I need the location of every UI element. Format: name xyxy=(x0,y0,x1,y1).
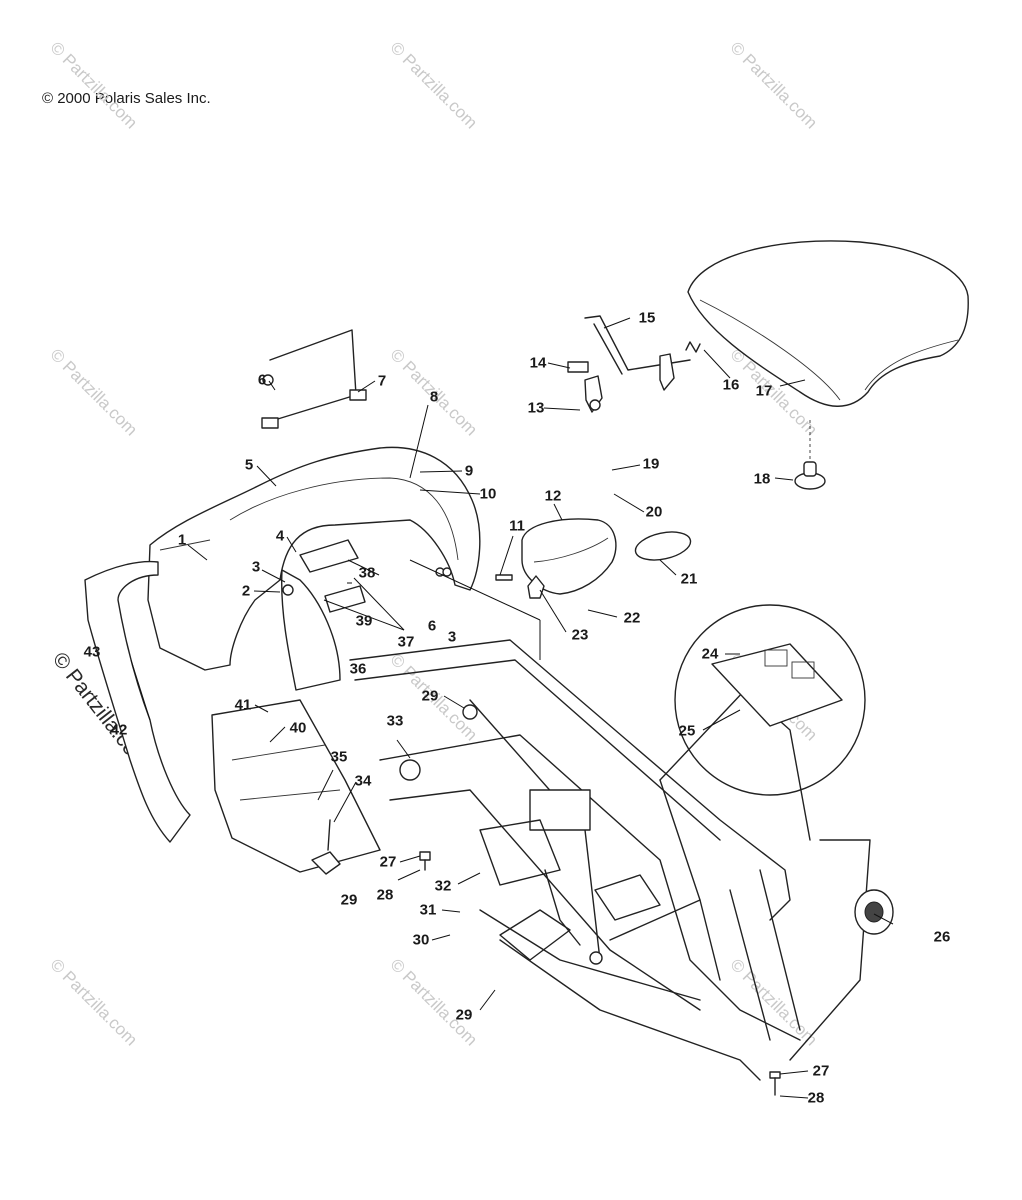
callout-15: 15 xyxy=(638,309,656,327)
callout-27: 27 xyxy=(379,853,397,871)
callout-24: 24 xyxy=(701,645,719,663)
callout-10: 10 xyxy=(479,485,497,503)
callout-21: 21 xyxy=(680,570,698,588)
callout-39: 39 xyxy=(355,612,373,630)
callout-6-second: 6 xyxy=(427,617,437,635)
leader-lines xyxy=(130,317,894,1099)
callout-9: 9 xyxy=(464,462,474,480)
callout-18: 18 xyxy=(753,470,771,488)
callout-20: 20 xyxy=(645,503,663,521)
hardware-drawing xyxy=(282,567,781,1096)
callout-23: 23 xyxy=(571,626,589,644)
callout-13: 13 xyxy=(527,399,545,417)
callout-29: 29 xyxy=(421,687,439,705)
callout-42: 42 xyxy=(110,721,128,739)
callout-25: 25 xyxy=(678,722,696,740)
callout-29-third: 29 xyxy=(455,1006,473,1024)
callout-19: 19 xyxy=(642,455,660,473)
callout-43: 43 xyxy=(83,643,101,661)
callout-31: 31 xyxy=(419,901,437,919)
callout-12: 12 xyxy=(544,487,562,505)
callout-3: 3 xyxy=(251,558,261,576)
callout-6: 6 xyxy=(257,371,267,389)
rack-bracket-drawing xyxy=(299,539,366,613)
seat-latch-drawing xyxy=(567,315,701,413)
callout-8: 8 xyxy=(429,388,439,406)
bushing-drawing xyxy=(854,889,894,935)
callout-30: 30 xyxy=(412,931,430,949)
tool-box-drawing xyxy=(521,518,692,599)
callout-17: 17 xyxy=(755,382,773,400)
callout-28: 28 xyxy=(376,886,394,904)
callout-26: 26 xyxy=(933,928,951,946)
callout-34: 34 xyxy=(354,772,372,790)
callout-7: 7 xyxy=(377,372,387,390)
callout-11: 11 xyxy=(509,517,525,535)
callout-35: 35 xyxy=(330,748,348,766)
copyright-text: © 2000 Polaris Sales Inc. xyxy=(42,90,211,107)
callout-36: 36 xyxy=(349,660,367,678)
callout-27-second: 27 xyxy=(812,1062,830,1080)
callout-5: 5 xyxy=(244,456,254,474)
callout-14: 14 xyxy=(529,354,547,372)
callout-4: 4 xyxy=(275,527,285,545)
skid-plate-drawing xyxy=(674,604,866,796)
callout-3-second: 3 xyxy=(447,628,457,646)
callout-16: 16 xyxy=(722,376,740,394)
callout-1: 1 xyxy=(177,531,187,549)
grab-handle-drawing xyxy=(261,329,367,429)
bumper-drawing xyxy=(794,420,826,490)
callout-22: 22 xyxy=(623,609,641,627)
callout-41: 41 xyxy=(234,696,252,714)
callout-37: 37 xyxy=(397,633,415,651)
fender-panel-drawing xyxy=(281,569,341,691)
callout-38: 38 xyxy=(358,564,376,582)
floor-plate-drawing xyxy=(311,819,341,875)
callout-32: 32 xyxy=(434,877,452,895)
rear-flare-drawing xyxy=(84,560,191,843)
callout-33: 33 xyxy=(386,712,404,730)
callout-29-second: 29 xyxy=(340,891,358,909)
callout-2: 2 xyxy=(241,582,251,600)
footwell-drawing xyxy=(211,699,381,873)
callout-40: 40 xyxy=(289,719,307,737)
seat-drawing xyxy=(687,240,969,407)
callout-28-second: 28 xyxy=(807,1089,825,1107)
